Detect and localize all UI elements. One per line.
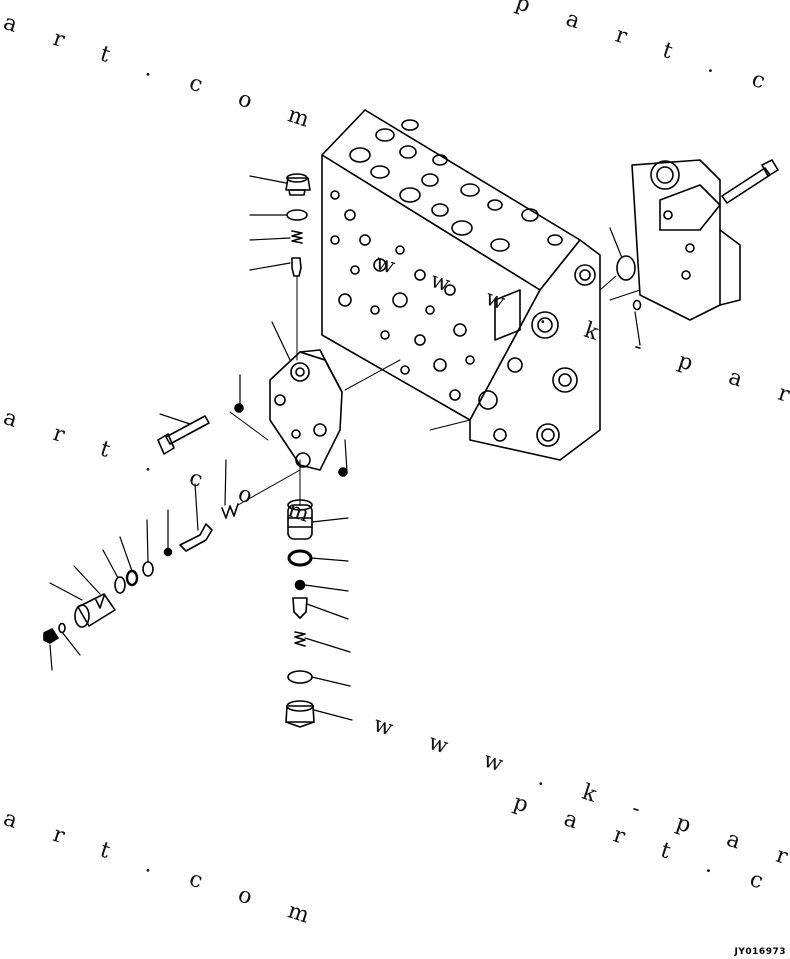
small-plug — [234, 403, 244, 413]
upper-plug — [285, 173, 311, 196]
poppet-left — [179, 523, 213, 552]
lower-o-ring — [287, 670, 313, 684]
upper-spring — [291, 230, 303, 244]
mounting-bolt — [157, 415, 210, 455]
end-cover-o-ring-large — [616, 255, 636, 281]
o-ring-1 — [142, 561, 154, 577]
spring-left — [221, 503, 239, 519]
assembly-lines — [229, 275, 641, 506]
side-plug — [338, 467, 348, 477]
main-valve-block — [321, 109, 601, 461]
figure-code: JY016973 — [734, 947, 786, 957]
lower-poppet — [292, 597, 308, 619]
lower-seal — [287, 549, 313, 567]
upper-piston — [291, 257, 302, 277]
seal-ring-left — [58, 622, 66, 634]
lower-ball — [294, 579, 306, 591]
washer-1 — [163, 547, 173, 557]
upper-o-ring — [286, 209, 308, 221]
lower-spring — [294, 631, 306, 647]
leader-lines — [49, 175, 641, 721]
end-cover-o-ring-small — [632, 299, 642, 311]
section-valve-body — [269, 349, 343, 471]
end-cover — [631, 159, 741, 321]
lock-nut — [43, 628, 59, 644]
end-cover-bolt — [721, 159, 779, 204]
backup-ring-1 — [125, 569, 139, 587]
adjusting-plug — [74, 593, 116, 628]
o-ring-2 — [114, 576, 126, 594]
lower-plug — [285, 700, 315, 728]
